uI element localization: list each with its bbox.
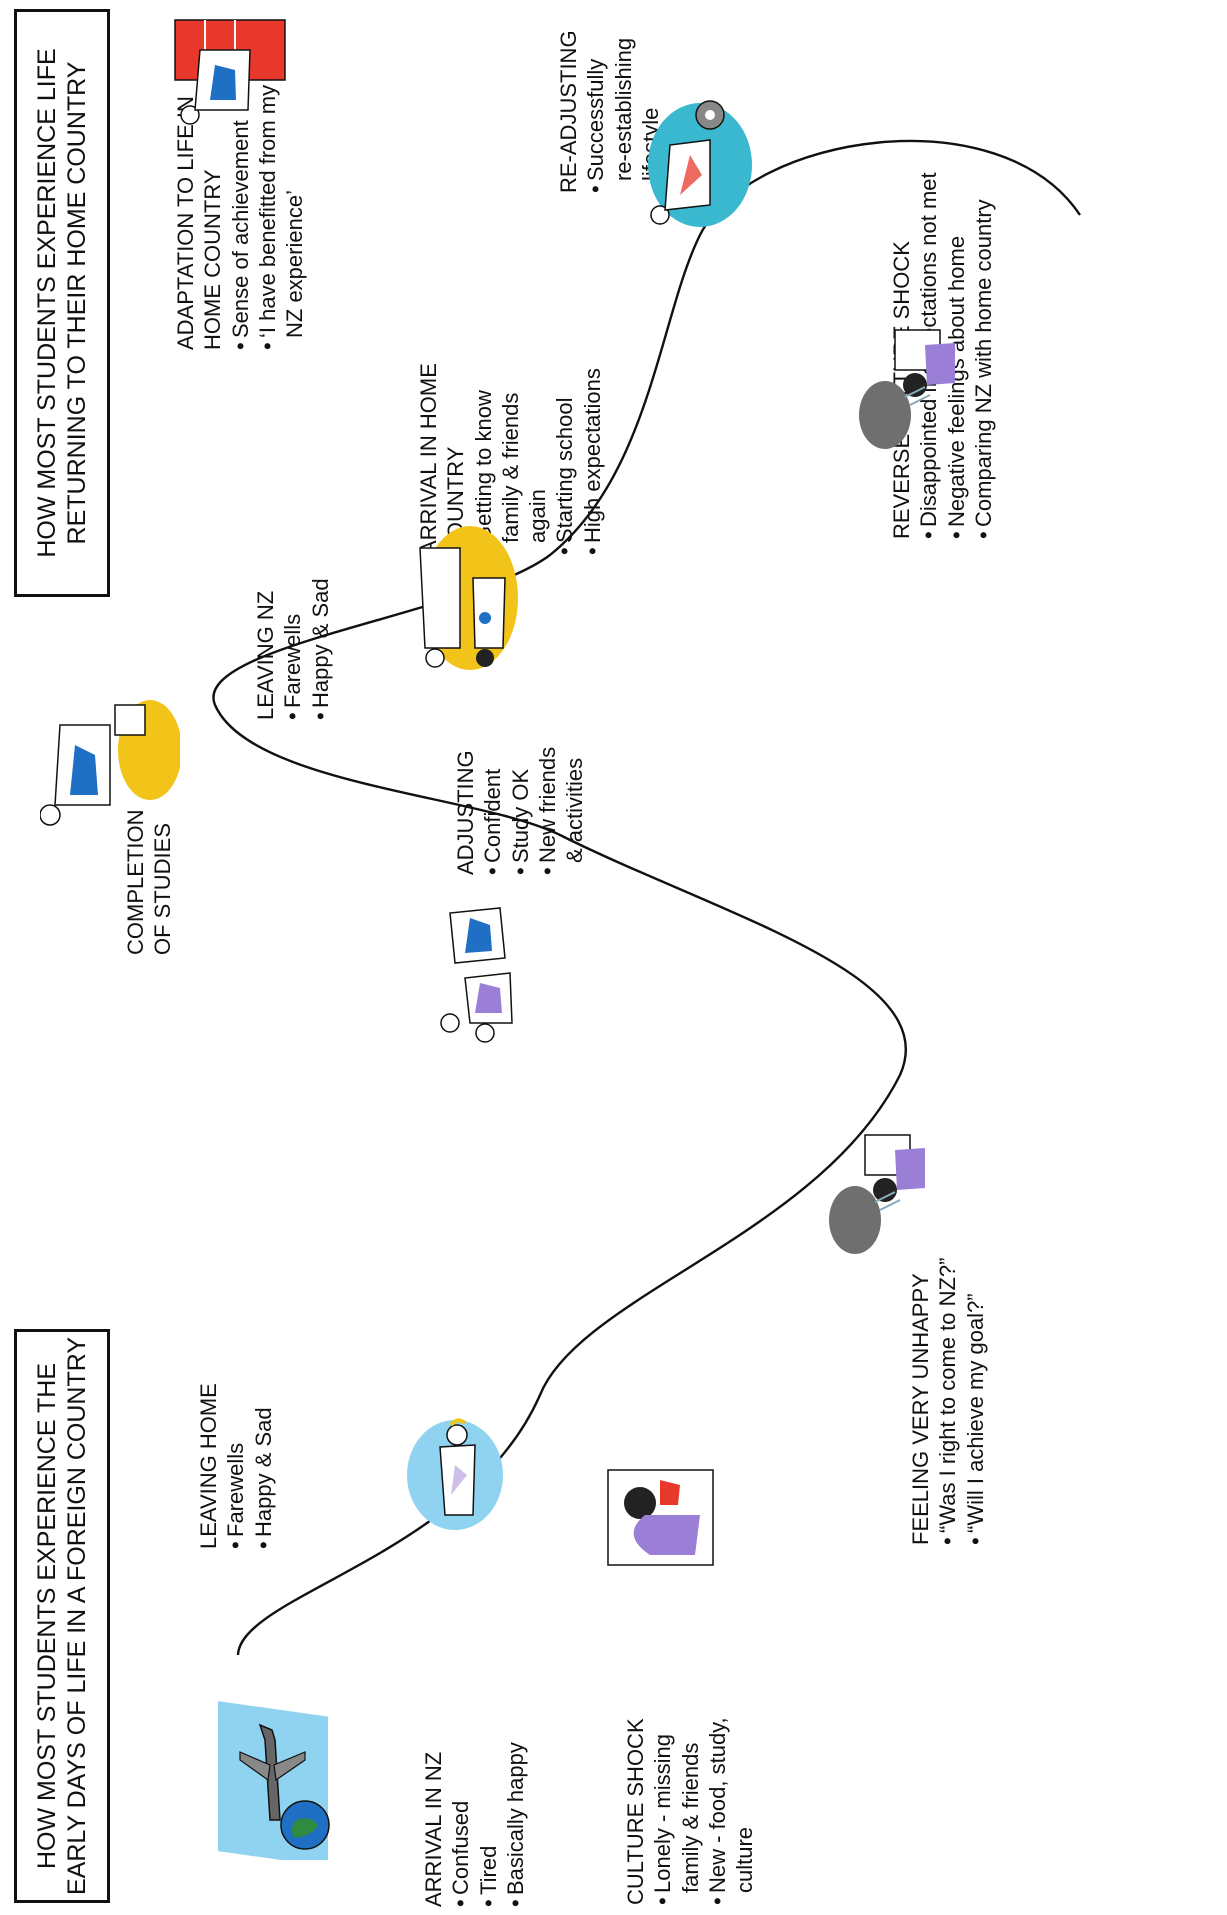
home-title-line1: HOW MOST STUDENTS EXPERIENCE LIFE [32,48,61,558]
arrival-home-bullet: Starting school [551,335,578,555]
adjusting-title: ADJUSTING [453,750,478,875]
gear-figure-icon [648,100,752,227]
airplane-globe-icon [218,1701,330,1860]
adjusting-bullet: Study OK [507,695,534,875]
arrival-nz-label: ARRIVAL IN NZ Confused Tired Basically h… [420,1657,529,1907]
leaving-home-bullet: Happy & Sad [250,1299,277,1549]
adjusting-bullet: New friends & activities [534,695,589,875]
readjusting-title: RE-ADJUSTING [556,30,581,193]
leaving-home-title: LEAVING HOME [196,1383,221,1549]
arrival-nz-bullet: Tired [475,1657,502,1907]
foreign-country-title-box: HOW MOST STUDENTS EXPERIENCE THE EARLY D… [14,1329,110,1903]
culture-shock-title: CULTURE SHOCK [623,1718,648,1905]
leaving-nz-bullet: Farewells [279,540,306,720]
books-reader-icon [174,19,286,125]
arrival-nz-bullet: Confused [447,1657,474,1907]
friends-icon [440,907,513,1043]
family-greeting-icon [419,526,518,670]
traveller-icon [407,1418,503,1530]
leaving-nz-bullet: Happy & Sad [307,540,334,720]
culture-shock-bullet: New - food, study, culture [704,1665,759,1905]
home-country-title-box: HOW MOST STUDENTS EXPERIENCE LIFE RETURN… [14,9,110,597]
rain-cloud-icon [829,1134,925,1254]
culture-shock-label: CULTURE SHOCK Lonely - missing family & … [622,1665,758,1905]
foreign-title-line2: EARLY DAYS OF LIFE IN A FOREIGN COUNTRY [63,1337,91,1895]
foreign-title-line1: HOW MOST STUDENTS EXPERIENCE THE [32,1362,61,1870]
adjusting-label: ADJUSTING Confident Study OK New friends… [452,695,588,875]
leaving-home-bullet: Farewells [222,1299,249,1549]
experience-curve-line [212,139,1081,1656]
feeling-unhappy-bullet: “Will I achieve my goal?” [962,1185,989,1545]
arrival-nz-bullet: Basically happy [502,1657,529,1907]
leaving-home-label: LEAVING HOME Farewells Happy & Sad [195,1299,277,1549]
arrival-home-bullet: High expectations [579,335,606,555]
rain-cloud-icon [859,329,955,449]
adjusting-bullet: Confident [479,695,506,875]
lonely-student-icon [607,1469,714,1566]
arrival-nz-title: ARRIVAL IN NZ [421,1751,446,1907]
leaving-nz-label: LEAVING NZ Farewells Happy & Sad [252,540,334,720]
home-title-line2: RETURNING TO THEIR HOME COUNTRY [63,61,91,545]
culture-shock-bullet: Lonely - missing family & friends [649,1665,704,1905]
leaving-nz-title: LEAVING NZ [253,590,278,720]
graduate-icon [40,700,180,826]
